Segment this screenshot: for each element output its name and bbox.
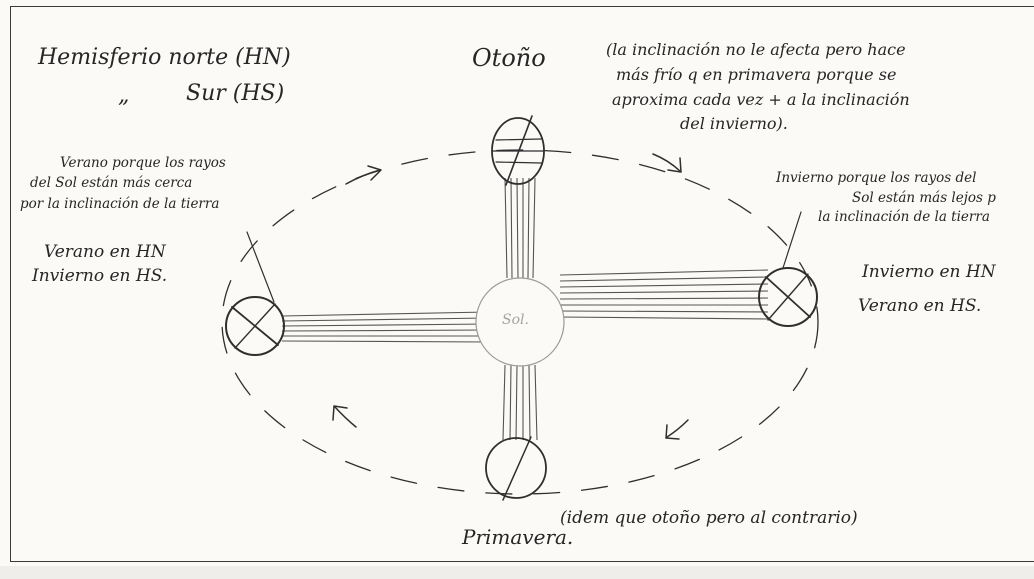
summer-reason-line-2: del Sol están más cerca	[30, 176, 192, 190]
autumn-title: Otoño	[472, 46, 546, 71]
summer-reason-line-1: Verano porque los rayos	[60, 156, 226, 170]
spring-note: (idem que otoño pero al contrario)	[560, 510, 858, 528]
winter-reason-line-2: Sol están más lejos p	[852, 191, 996, 205]
autumn-note-line-2: más frío q en primavera porque se	[616, 67, 896, 84]
earth-bottom	[486, 437, 546, 500]
sun-rays-down	[503, 365, 537, 440]
winter-reason-line-3: la inclinación de la tierra	[818, 210, 990, 224]
winter-result-line-2: Verano en HS.	[858, 298, 981, 316]
autumn-note-line-4: del invierno).	[680, 116, 788, 133]
winter-reason-line-1: Invierno porque los rayos del	[776, 171, 976, 185]
autumn-note-line-1: (la inclinación no le afecta pero hace	[606, 42, 906, 59]
summer-result-line-1: Verano en HN	[44, 244, 166, 262]
summer-result-line-2: Invierno en HS.	[32, 268, 167, 286]
sun-label: Sol.	[502, 313, 529, 328]
earth-left	[226, 232, 284, 355]
orbit-arrow-top-left	[346, 166, 381, 184]
orbit-arrow-bottom-right	[666, 420, 688, 439]
legend-north: Hemisferio norte (HN)	[38, 46, 291, 69]
sun-rays-up	[505, 178, 535, 278]
sun-rays-right	[560, 270, 768, 319]
spring-title: Primavera.	[462, 527, 573, 548]
legend-ditto-mark: „	[118, 84, 129, 107]
summer-reason-line-3: por la inclinación de la tierra	[20, 197, 219, 211]
winter-result-line-1: Invierno en HN	[862, 264, 996, 282]
orbit-arrow-bottom-left	[333, 406, 356, 427]
sun-rays-left	[282, 312, 488, 342]
earth-right	[759, 212, 817, 326]
earth-top	[492, 116, 544, 185]
legend-south: Sur (HS)	[186, 82, 284, 105]
autumn-note-line-3: aproxima cada vez + a la inclinación	[612, 92, 910, 109]
